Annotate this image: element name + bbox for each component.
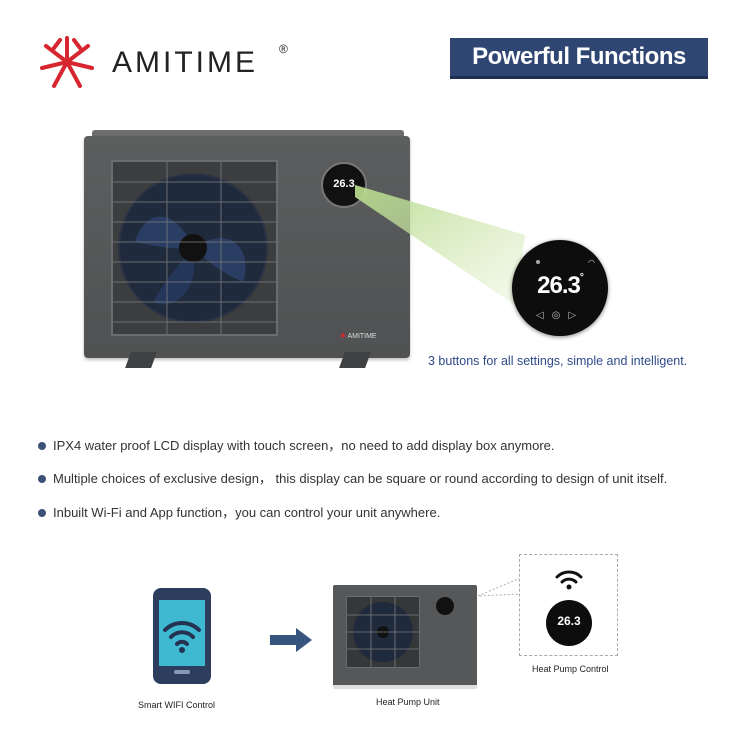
fan-grille-small — [346, 596, 420, 668]
fan-icon — [347, 597, 419, 667]
controller-large: ◠ 26.3° ◁◎▷ — [512, 240, 608, 336]
brand-logo: AMITIME ® — [36, 34, 296, 90]
controller-tiny — [436, 597, 454, 615]
wifi-icon — [163, 620, 201, 653]
arrow-right-icon — [270, 628, 312, 652]
controller-small-temperature: 26.3 — [333, 178, 355, 190]
controller-callout-temperature: 26.3 — [557, 614, 581, 628]
bullet-icon — [38, 508, 46, 517]
feature-item: Multiple choices of exclusive design， th… — [38, 468, 667, 487]
phone-home-button — [174, 670, 190, 674]
controller-caption: 3 buttons for all settings, simple and i… — [428, 354, 688, 368]
unit-badge: ✱ AMITIME — [340, 333, 377, 340]
controller-large-temperature: 26.3° — [537, 272, 584, 299]
page-title: Powerful Functions — [472, 43, 686, 70]
registered-mark: ® — [279, 42, 288, 56]
phone-label: Smart WIFI Control — [138, 700, 216, 710]
controller-callout: 26.3 — [546, 600, 592, 646]
callout-pointer — [478, 577, 521, 597]
zoom-beam — [355, 185, 525, 305]
phone-screen — [159, 600, 205, 666]
control-label: Heat Pump Control — [532, 664, 609, 674]
feature-item: IPX4 water proof LCD display with touch … — [38, 435, 555, 454]
unit-top-cover — [92, 130, 404, 140]
fan-icon — [113, 162, 276, 334]
unit-foot-left — [125, 352, 157, 368]
wifi-icon — [555, 570, 583, 590]
bullet-icon — [38, 474, 46, 483]
wifi-icon: ◠ — [588, 258, 595, 267]
controller-buttons: ◁◎▷ — [535, 310, 585, 321]
feature-item: Inbuilt Wi-Fi and App function，you can c… — [38, 502, 440, 521]
brand-name: AMITIME — [112, 46, 258, 79]
power-indicator-icon — [536, 260, 540, 264]
controller-small: 26.3 — [321, 162, 367, 208]
unit-label: Heat Pump Unit — [376, 697, 440, 707]
brand-mark-icon — [40, 36, 94, 88]
header-banner: Powerful Functions — [450, 38, 708, 79]
bullet-icon — [38, 441, 46, 450]
fan-grille — [111, 160, 278, 336]
unit-foot-right — [339, 352, 371, 368]
